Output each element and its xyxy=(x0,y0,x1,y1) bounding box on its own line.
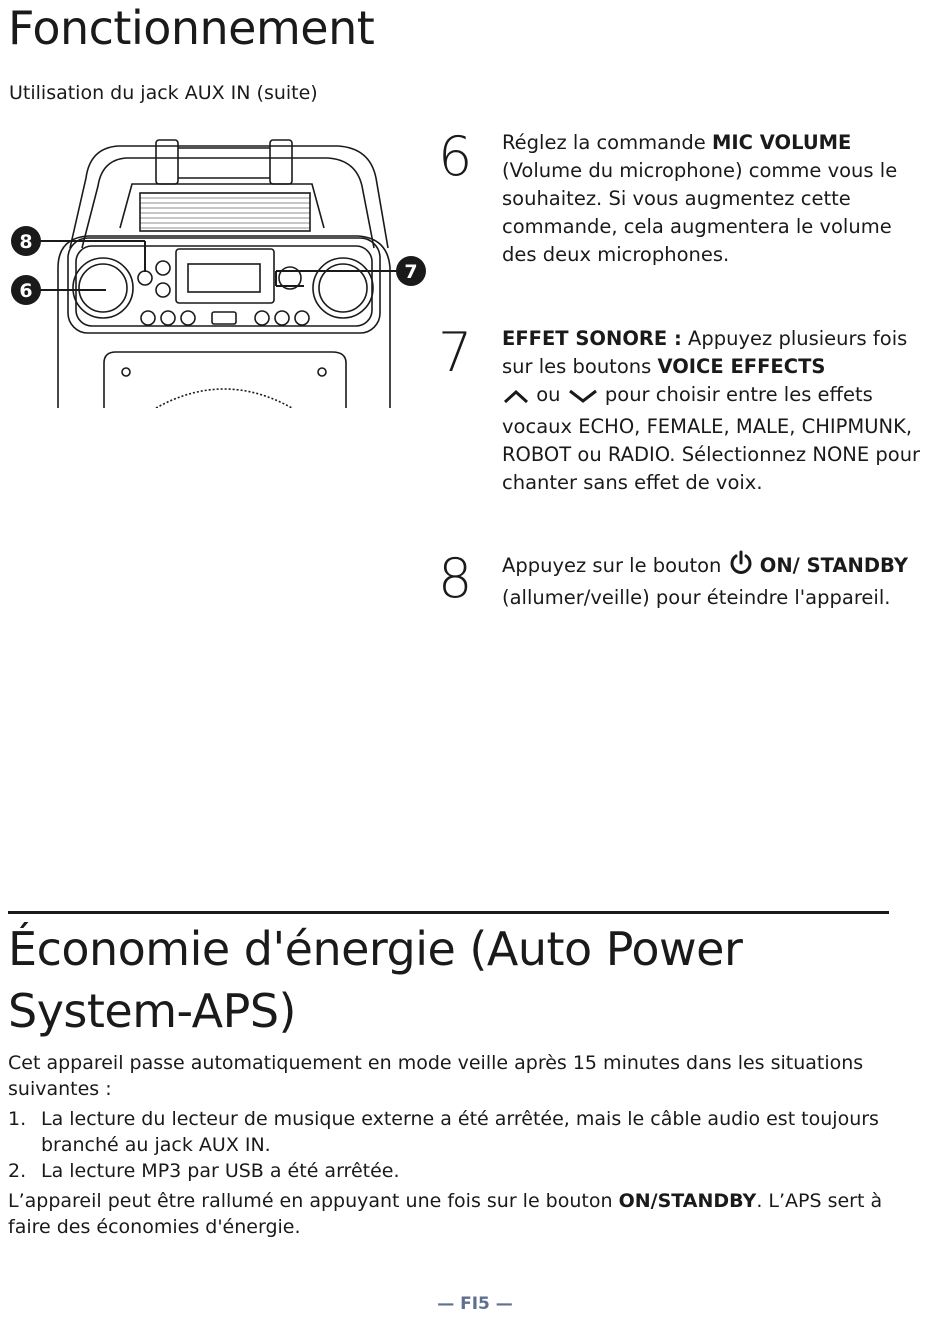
callout-badge-8 xyxy=(11,226,41,256)
section-subtitle: Utilisation du jack AUX IN (suite) xyxy=(9,82,318,104)
callout-label: 8 xyxy=(19,231,32,253)
callout-label: 7 xyxy=(404,261,417,283)
step-text: Appuyez sur le bouton ON/ STANDBY (allum… xyxy=(502,550,922,612)
chevron-down-icon xyxy=(567,385,599,413)
aps-intro: Cet appareil passe automatiquement en mo… xyxy=(8,1052,864,1100)
aps-list: 1.La lecture du lecteur de musique exter… xyxy=(8,1106,908,1184)
list-item: 2.La lecture MP3 par USB a été arrêtée. xyxy=(8,1160,400,1182)
aps-heading: Économie d'énergie (Auto Power System-AP… xyxy=(8,922,743,1038)
aps-body: Cet appareil passe automatiquement en mo… xyxy=(8,1050,908,1240)
callout-label: 6 xyxy=(19,280,32,302)
step-number: 7 xyxy=(438,321,473,384)
chevron-up-icon xyxy=(502,385,530,413)
step-text: Réglez la commande MIC VOLUME (Volume du… xyxy=(502,131,898,266)
page-number: — FI5 — xyxy=(437,1294,513,1314)
aps-outro: L’appareil peut être rallumé en appuyant… xyxy=(8,1190,883,1238)
step-number: 6 xyxy=(438,125,473,188)
callout-badge-6 xyxy=(11,275,41,305)
list-item: 1.La lecture du lecteur de musique exter… xyxy=(8,1108,879,1156)
power-icon xyxy=(728,550,754,584)
step-number: 8 xyxy=(438,547,473,610)
callout-badge-7 xyxy=(396,256,426,286)
step-text: EFFET SONORE : Appuyez plusieurs fois su… xyxy=(502,327,921,494)
page-title: Fonctionnement xyxy=(8,1,375,55)
section-divider xyxy=(8,911,889,914)
speaker-illustration: 8 6 7 xyxy=(11,139,426,408)
